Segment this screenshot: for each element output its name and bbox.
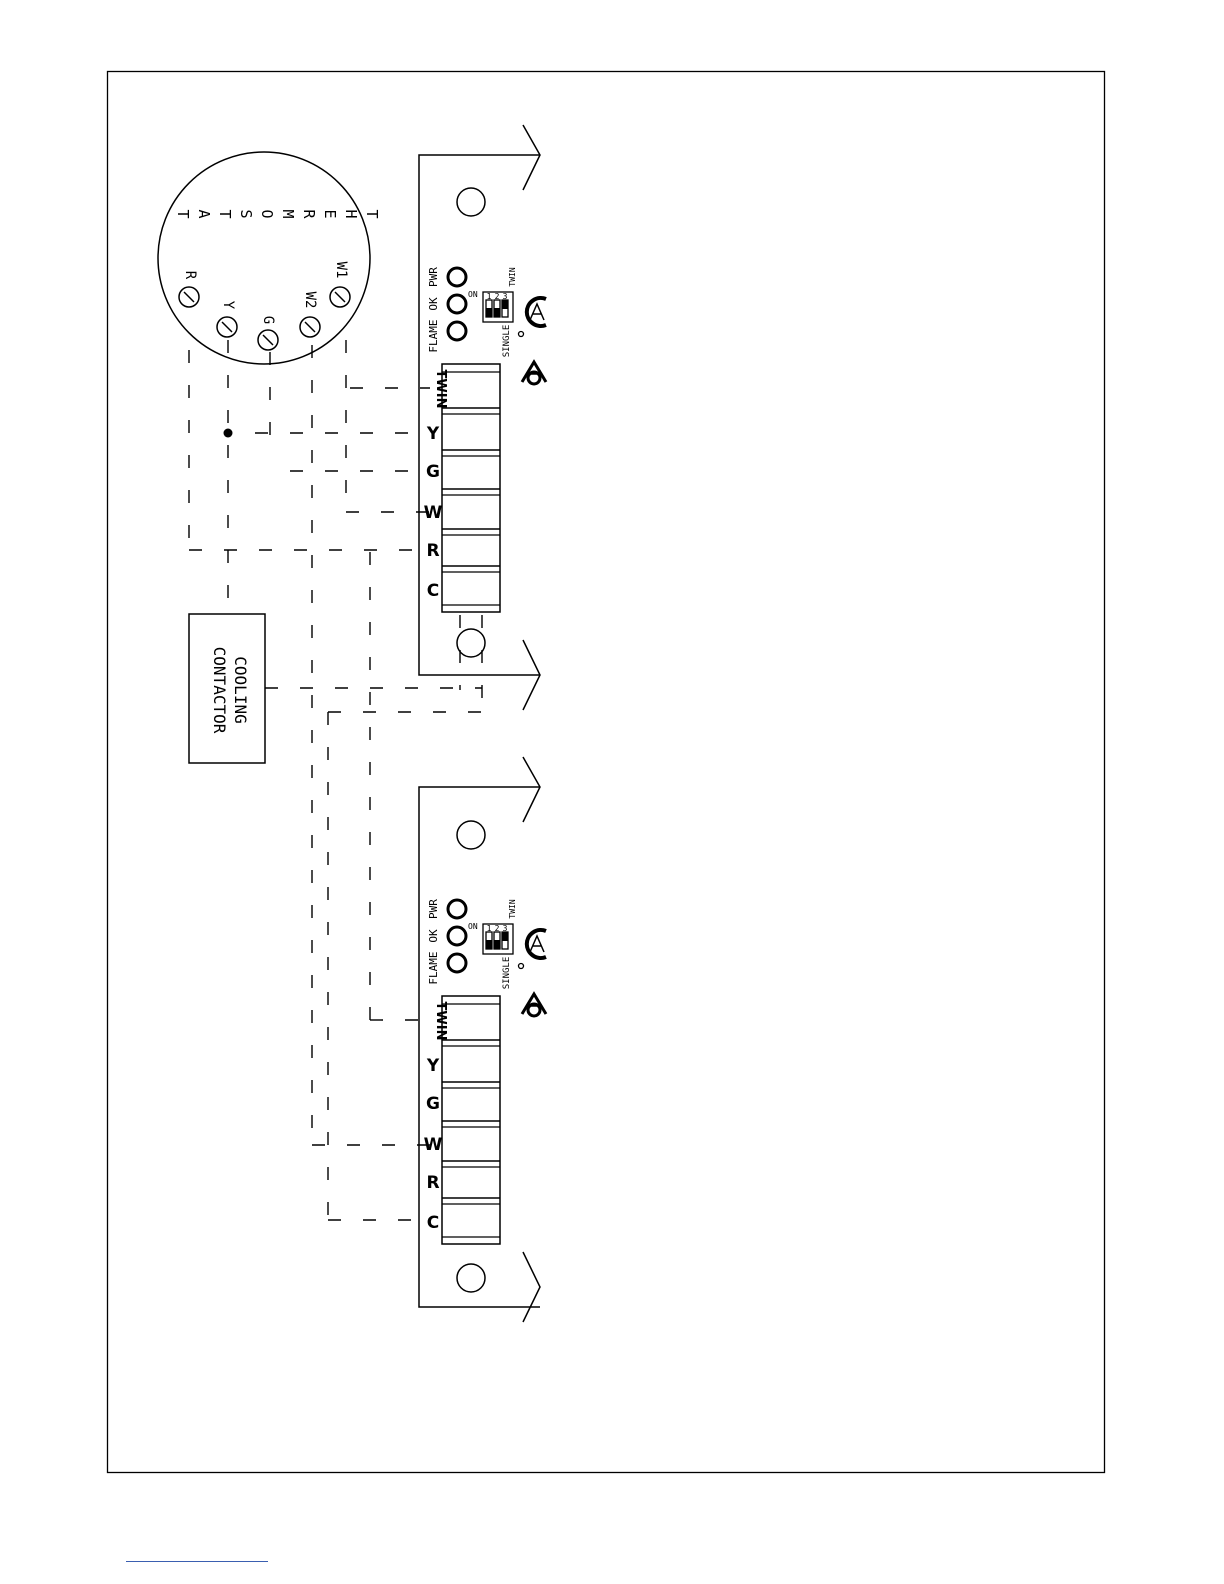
terminal-label-twin: TWIN <box>433 370 448 409</box>
dip-twin-label: TWIN <box>508 267 517 286</box>
terminal-label-twin: TWIN <box>433 1002 448 1041</box>
dip-number: 2 <box>495 292 500 301</box>
terminal-g: G <box>258 316 278 350</box>
terminal-label-y: Y <box>220 301 236 310</box>
terminal-label-r: R <box>426 541 439 561</box>
terminal-r: R <box>179 271 199 307</box>
flame-led <box>448 954 466 972</box>
pwr-led <box>448 900 466 918</box>
thermostat-letter: M <box>279 209 297 218</box>
terminal-label-g: G <box>426 1094 440 1114</box>
terminal-label-w: W <box>424 503 443 523</box>
terminal-label-r: R <box>426 1173 439 1193</box>
cooling-contactor-line1: COOLING <box>231 656 250 723</box>
dip-number: 3 <box>503 924 508 933</box>
aga-certification-icon <box>522 362 546 384</box>
led-label-flame: FLAME <box>427 319 440 352</box>
terminal-strip <box>442 996 500 1244</box>
terminal-label-y: Y <box>426 1056 440 1076</box>
dip-switch: 1 2 3 ON TWIN SINGLE <box>468 899 517 989</box>
terminal-label-r: R <box>182 271 198 280</box>
thermostat-letter: O <box>258 209 276 218</box>
pwr-led <box>448 268 466 286</box>
board-break-top <box>523 757 540 822</box>
thermostat-letter: T <box>363 209 381 218</box>
wire-junction-dot <box>224 429 233 438</box>
terminal-label-g: G <box>426 462 440 482</box>
footer-rule <box>126 1561 268 1562</box>
terminal-label-c: C <box>427 581 439 601</box>
control-board-2: PWR OK FLAME 1 2 3 ON TWIN SINGLE <box>419 757 546 1322</box>
board-break-bottom <box>523 1252 540 1322</box>
thermostat-letters: T H E R M O S T A T <box>174 209 381 219</box>
ok-led <box>448 295 466 313</box>
thermostat-letter: E <box>321 209 339 218</box>
thermostat-body <box>158 152 370 364</box>
led-label-pwr: PWR <box>427 899 440 919</box>
dip-single-label: SINGLE <box>502 957 512 990</box>
dip-twin-label: TWIN <box>508 899 517 918</box>
led-label-pwr: PWR <box>427 267 440 287</box>
thermostat-letter: T <box>216 209 234 218</box>
thermostat: T H E R M O S T A T W1 W2 G <box>158 152 381 364</box>
dip-number: 3 <box>503 292 508 301</box>
mounting-hole <box>457 188 485 216</box>
dip-number: 2 <box>495 924 500 933</box>
thermostat-letter: S <box>237 209 255 218</box>
terminal-label-w1: W1 <box>333 262 349 279</box>
dip-on-label: ON <box>468 922 478 931</box>
board-break-top <box>523 125 540 190</box>
terminal-label-g: G <box>260 316 276 324</box>
led-label-ok: OK <box>427 297 440 311</box>
terminal-label-w2: W2 <box>302 292 318 309</box>
terminal-y: Y <box>217 301 237 337</box>
terminal-label-y: Y <box>426 424 440 444</box>
terminal-w2: W2 <box>300 292 320 337</box>
page-border <box>108 72 1105 1473</box>
dip-number: 1 <box>487 924 492 933</box>
dip-single-label: SINGLE <box>502 325 512 358</box>
flame-led <box>448 322 466 340</box>
mounting-hole <box>457 1264 485 1292</box>
mounting-hole <box>457 629 485 657</box>
led-label-flame: FLAME <box>427 951 440 984</box>
csa-certification-icon <box>519 930 547 969</box>
terminal-label-w: W <box>424 1135 443 1155</box>
dip-on-label: ON <box>468 290 478 299</box>
thermostat-letter: A <box>195 209 213 218</box>
terminal-w1: W1 <box>330 262 350 307</box>
aga-certification-icon <box>522 994 546 1016</box>
thermostat-letter: R <box>300 209 318 219</box>
mounting-hole <box>457 821 485 849</box>
led-label-ok: OK <box>427 929 440 943</box>
ok-led <box>448 927 466 945</box>
cooling-contactor: COOLING CONTACTOR <box>189 614 265 763</box>
terminal-strip <box>442 364 500 612</box>
thermostat-letter: H <box>342 209 360 218</box>
dip-number: 1 <box>487 292 492 301</box>
dip-switch: 1 2 3 ON TWIN SINGLE <box>468 267 517 357</box>
cooling-contactor-line2: CONTACTOR <box>210 647 229 734</box>
thermostat-letter: T <box>174 209 192 218</box>
terminal-label-c: C <box>427 1213 439 1233</box>
csa-certification-icon <box>519 298 547 337</box>
